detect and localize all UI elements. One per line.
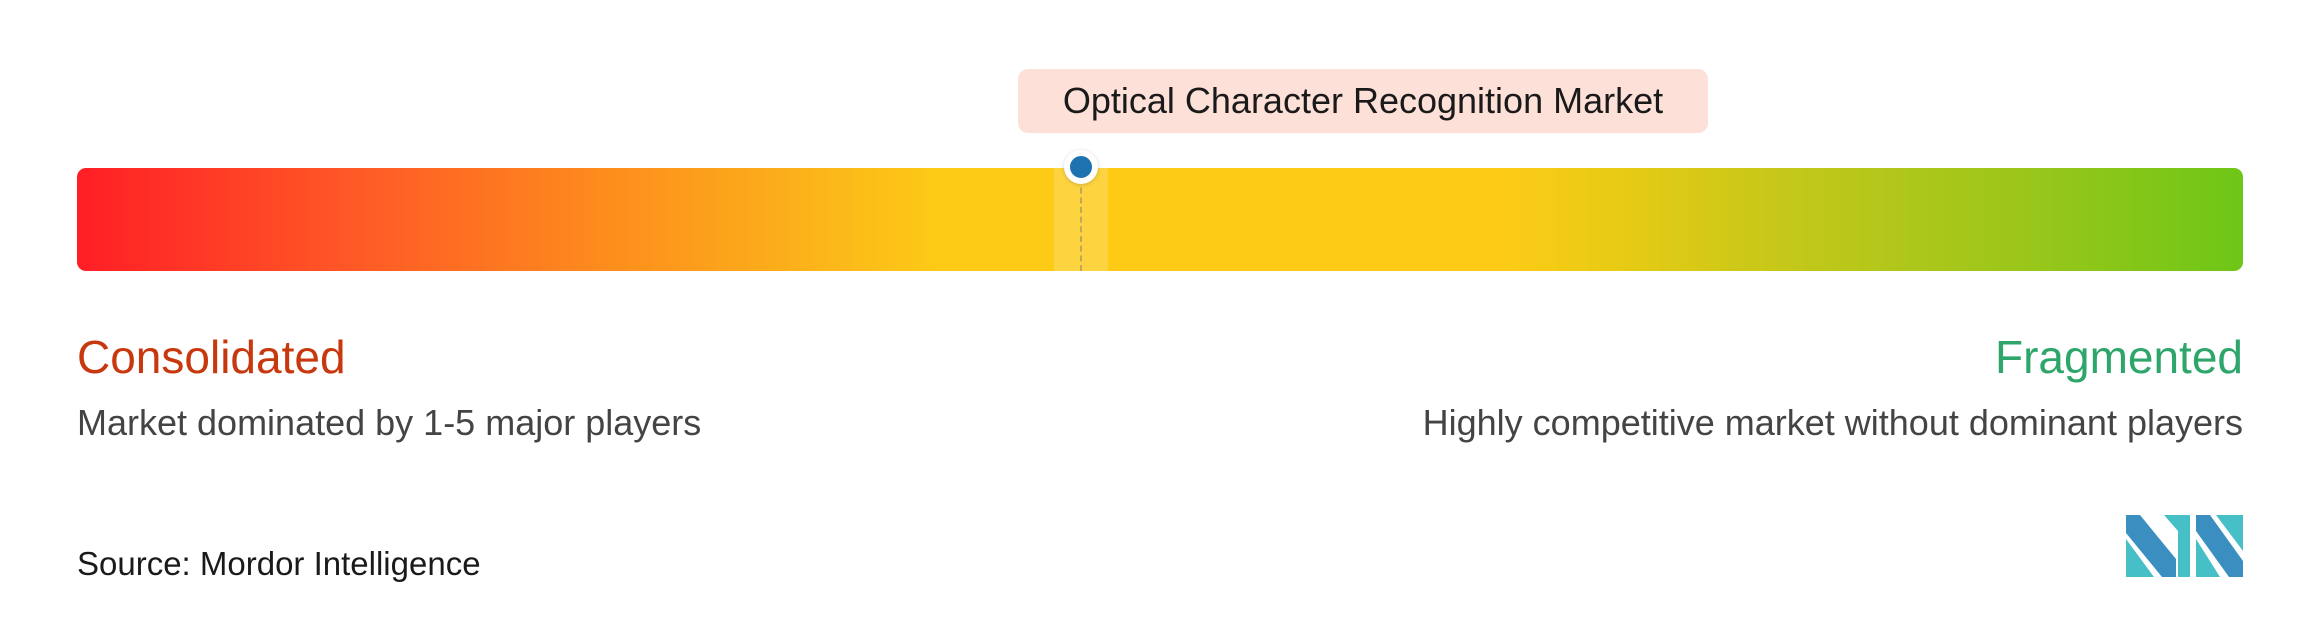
mordor-intelligence-logo [2126, 515, 2243, 577]
fragmented-description: Highly competitive market without domina… [1422, 402, 2243, 443]
market-position-line [1079, 178, 1082, 271]
fragmented-title: Fragmented [1994, 331, 2243, 383]
consolidated-title: Consolidated [77, 331, 346, 383]
concentration-gradient-bar [77, 168, 2243, 271]
source-note: Source: Mordor Intelligence [77, 545, 481, 582]
consolidated-description: Market dominated by 1-5 major players [77, 402, 702, 443]
market-label: Optical Character Recognition Market [1018, 69, 1708, 133]
market-position-marker [1063, 150, 1098, 184]
